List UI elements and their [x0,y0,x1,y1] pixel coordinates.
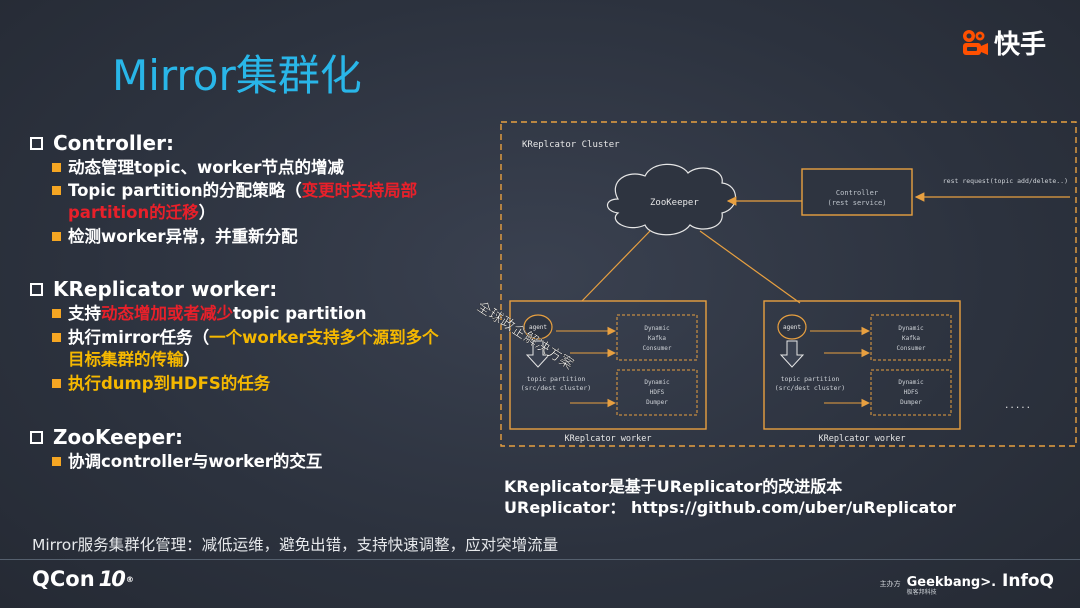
agent-label: agent [529,324,547,331]
bullet-item: 动态管理topic、worker节点的增减 [52,157,492,179]
kuaishou-logo-text: 快手 [993,30,1046,60]
bullet-highlight-text: 执行dump到HDFS的任务 [68,374,271,393]
checkbox-outline-icon [30,430,43,444]
info-line: UReplicator： https://github.com/uber/uRe… [504,498,956,517]
square-bullet-icon [52,309,61,318]
infoq-logo: InfoQ [1002,571,1054,591]
worker-label: KReplcator worker [565,434,652,444]
footer-divider [0,559,1080,560]
geekbang-logo: Geekbang>. 极客邦科技 [907,571,996,596]
src-dest-label: (src/dest cluster) [521,384,591,392]
bullet-item: Topic partition的分配策略（变更时支持局部 partition的迁… [52,180,492,224]
square-bullet-icon [52,333,61,342]
worker-box-1: agent topic partition (src/dest cluster)… [509,300,707,444]
bullet-text: 支持 [68,304,101,323]
topic-partition-label: topic partition [527,375,586,383]
cluster-border [500,121,1077,447]
topic-partition-label: topic partition [781,375,840,383]
dumper-label: Dumper [900,399,922,406]
host-label: 主办方 [879,580,901,588]
rest-request-label: rest request(topic add/delete..) [943,177,1068,185]
section-heading-text: ZooKeeper: [53,425,183,449]
info-line: KReplicator是基于UReplicator的改进版本 [504,477,843,496]
geekbang-subtext: 极客邦科技 [906,589,937,596]
qcon-edition: 10 [98,567,126,591]
worker-label: KReplcator worker [819,434,906,444]
square-bullet-icon [52,186,61,195]
bullet-highlight-text: 动态增加或者减少 [101,304,233,323]
dumper-label: Dumper [646,399,668,406]
bullet-text: ） [198,203,216,222]
section-heading-kreplicator-worker: KReplicator worker: [30,277,277,301]
bullet-highlight-text: 一个worker支持多个源到多个 [209,328,439,347]
kuaishou-logo-icon [962,29,988,55]
architecture-svg: KReplcator Cluster ZooKeeper Controller … [500,121,1077,447]
zookeeper-cloud: ZooKeeper [606,163,737,236]
square-bullet-icon [52,457,61,466]
dumper-label: Dynamic [644,379,670,386]
checkbox-outline-icon [30,136,43,150]
controller-sub-label: (rest service) [827,199,886,207]
bullet-text: ） [183,350,201,369]
section-heading-zookeeper: ZooKeeper: [30,425,183,449]
consumer-label: Dynamic [644,325,670,332]
bullet-item: 执行mirror任务（一个worker支持多个源到多个 目标集群的传输） [52,327,492,371]
sponsor-logos: 主办方 Geekbang>. 极客邦科技 InfoQ [880,571,1054,596]
bullet-highlight-text: 目标集群的传输 [68,350,184,369]
cluster-label: KReplcator Cluster [522,140,620,150]
square-bullet-icon [52,163,61,172]
section-heading-controller: Controller: [30,131,174,155]
bullet-text: Topic partition的分配策略（ [68,181,302,200]
consumer-label: Kafka [902,335,920,342]
bullet-highlight-text: partition的迁移 [68,203,199,222]
bullet-item: 支持动态增加或者减少topic partition [52,303,492,325]
consumer-label: Consumer [897,345,926,352]
controller-label: Controller [836,189,878,197]
bullet-text: topic partition [233,304,367,323]
bullet-highlight-text: 变更时支持局部 [301,181,418,200]
consumer-label: Kafka [648,335,666,342]
section-heading-text: KReplicator worker: [53,277,278,301]
bullet-item: 协调controller与worker的交互 [52,451,492,473]
dumper-label: Dynamic [898,379,924,386]
footer-summary: Mirror服务集群化管理：减低运维，避免出错，支持快速调整，应对突增流量 [32,536,559,554]
bullet-text: 动态管理topic、worker节点的增减 [68,158,345,177]
dumper-label: HDFS [904,389,919,396]
agent-label: agent [783,324,801,331]
bullet-text: 执行mirror任务（ [68,328,210,347]
qcon-logo: QCon 10 ® [32,567,134,591]
kuaishou-logo: 快手 [960,24,1046,61]
slide-title: Mirror集群化 [112,51,362,100]
dumper-label: HDFS [650,389,665,396]
bullet-item: 执行dump到HDFS的任务 [52,373,492,395]
checkbox-outline-icon [30,282,43,296]
registered-mark: ® [125,574,134,584]
bullet-text: 检测worker异常，并重新分配 [68,227,298,246]
consumer-label: Consumer [643,345,672,352]
geekbang-text: Geekbang>. [906,575,997,590]
more-workers-ellipsis: ..... [1004,401,1031,411]
src-dest-label: (src/dest cluster) [775,384,845,392]
kreplicator-architecture-diagram: KReplcator Cluster ZooKeeper Controller … [500,121,1078,448]
square-bullet-icon [52,232,61,241]
consumer-label: Dynamic [898,325,924,332]
bullet-text: 协调controller与worker的交互 [68,452,323,471]
zookeeper-label: ZooKeeper [650,198,699,208]
square-bullet-icon [52,379,61,388]
worker-box-2: agent topic partition (src/dest cluster)… [763,300,961,444]
qcon-text: QCon [32,567,95,591]
section-heading-text: Controller: [53,131,174,155]
controller-box: Controller (rest service) [801,168,913,216]
bullet-item: 检测worker异常，并重新分配 [52,226,492,248]
